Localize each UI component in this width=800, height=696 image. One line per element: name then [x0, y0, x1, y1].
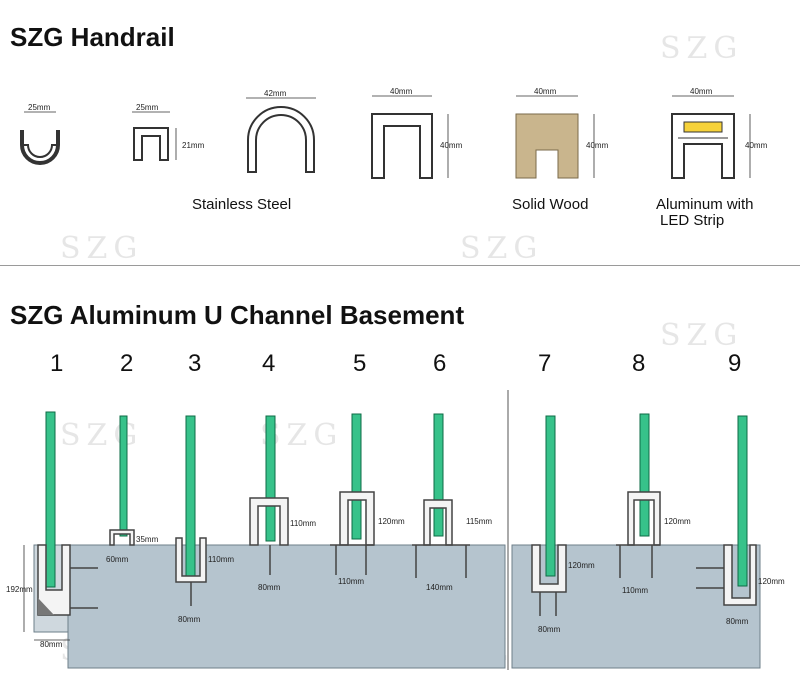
channel-3: 110mm 80mm: [175, 415, 234, 624]
basement-title: SZG Aluminum U Channel Basement: [10, 300, 465, 330]
channel-8: 120mm 110mm: [616, 413, 691, 595]
dim-height: 192mm: [6, 585, 33, 594]
u-channel: [109, 529, 135, 546]
dim-height: 120mm: [568, 561, 595, 570]
glass-panel: [185, 415, 196, 582]
handrail-wood: 40mm 40mm: [515, 87, 609, 179]
channel-number: 9: [728, 350, 742, 377]
channel-number: 5: [353, 350, 367, 377]
channel-number: 7: [538, 350, 552, 377]
glass-panel: [45, 411, 56, 588]
handrail-profiles: 25mm 25mm 21mm 42mm 40mm 40mm 40mm 40mm …: [20, 87, 768, 179]
dim-height: 115mm: [466, 517, 492, 526]
channel-1: 192mm 80mm: [6, 411, 98, 649]
handrail-round-small: 25mm: [20, 103, 60, 165]
channel-9: 120mm 80mm: [696, 415, 785, 626]
dim-width: 80mm: [726, 617, 749, 626]
dim-width: 25mm: [136, 103, 159, 112]
dim-width: 110mm: [338, 577, 364, 586]
u-channel: [175, 537, 207, 583]
dim-height: 120mm: [758, 577, 785, 586]
glass-panel: [119, 415, 128, 537]
label-solid-wood: Solid Wood: [512, 196, 589, 213]
section-divider: [0, 265, 800, 266]
channel-number: 2: [120, 350, 134, 377]
handrail-title: SZG Handrail: [10, 22, 175, 52]
handrail-square-large: 40mm 40mm: [371, 87, 463, 179]
channel-number: 4: [262, 350, 276, 377]
dim-height: 120mm: [664, 517, 691, 526]
dim-height: 110mm: [208, 555, 234, 564]
label-led-strip: LED Strip: [660, 212, 725, 229]
watermark: SZG: [460, 231, 543, 266]
channel-number: 3: [188, 350, 202, 377]
dim-height: 35mm: [136, 535, 159, 544]
channel-4: 110mm 80mm: [249, 415, 316, 592]
handrail-led: 40mm 40mm: [671, 87, 768, 179]
dim-height: 40mm: [440, 141, 463, 150]
channel-5: 120mm 110mm: [330, 413, 405, 586]
dim-height: 110mm: [290, 519, 316, 528]
glass-panel: [545, 415, 556, 577]
handrail-round-large: 42mm: [246, 89, 316, 173]
dim-width: 80mm: [40, 640, 63, 649]
dim-width: 60mm: [106, 555, 129, 564]
u-channel: [249, 497, 289, 546]
dim-width: 80mm: [258, 583, 281, 592]
watermark: SZG: [60, 231, 143, 266]
channel-6: 115mm 140mm: [412, 413, 492, 592]
channel-number: 6: [433, 350, 447, 377]
dim-width: 40mm: [690, 87, 713, 96]
glass-panel: [265, 415, 276, 542]
led-strip-icon: [683, 121, 723, 133]
dim-width: 42mm: [264, 89, 287, 98]
dim-height: 40mm: [586, 141, 609, 150]
glass-panel: [351, 413, 362, 540]
u-channel: [531, 544, 567, 593]
dim-height: 40mm: [745, 141, 768, 150]
dim-width: 80mm: [178, 615, 201, 624]
dim-width: 40mm: [534, 87, 557, 96]
dim-height: 120mm: [378, 517, 405, 526]
dim-width: 140mm: [426, 583, 453, 592]
label-stainless-steel: Stainless Steel: [192, 196, 292, 213]
channel-number: 1: [50, 350, 64, 377]
dim-width: 40mm: [390, 87, 413, 96]
label-aluminum-led: Aluminum with: [656, 196, 754, 213]
dim-width: 25mm: [28, 103, 51, 112]
glass-panel: [639, 413, 650, 537]
watermark: SZG: [660, 31, 743, 66]
glass-panel: [737, 415, 748, 587]
watermark: SZG: [660, 318, 743, 353]
bracket-icon: [38, 598, 54, 615]
channel-7: 120mm 80mm: [531, 415, 595, 634]
dim-width: 110mm: [622, 586, 648, 595]
handrail-square-small: 25mm 21mm: [132, 103, 205, 161]
glass-panel: [433, 413, 444, 537]
channel-2: 35mm 60mm: [106, 415, 159, 564]
floor-slab: [67, 544, 506, 669]
floor-slab: [511, 544, 761, 669]
dim-height: 21mm: [182, 141, 205, 150]
channel-number: 8: [632, 350, 646, 377]
u-channel: [723, 544, 757, 606]
dim-width: 80mm: [538, 625, 561, 634]
